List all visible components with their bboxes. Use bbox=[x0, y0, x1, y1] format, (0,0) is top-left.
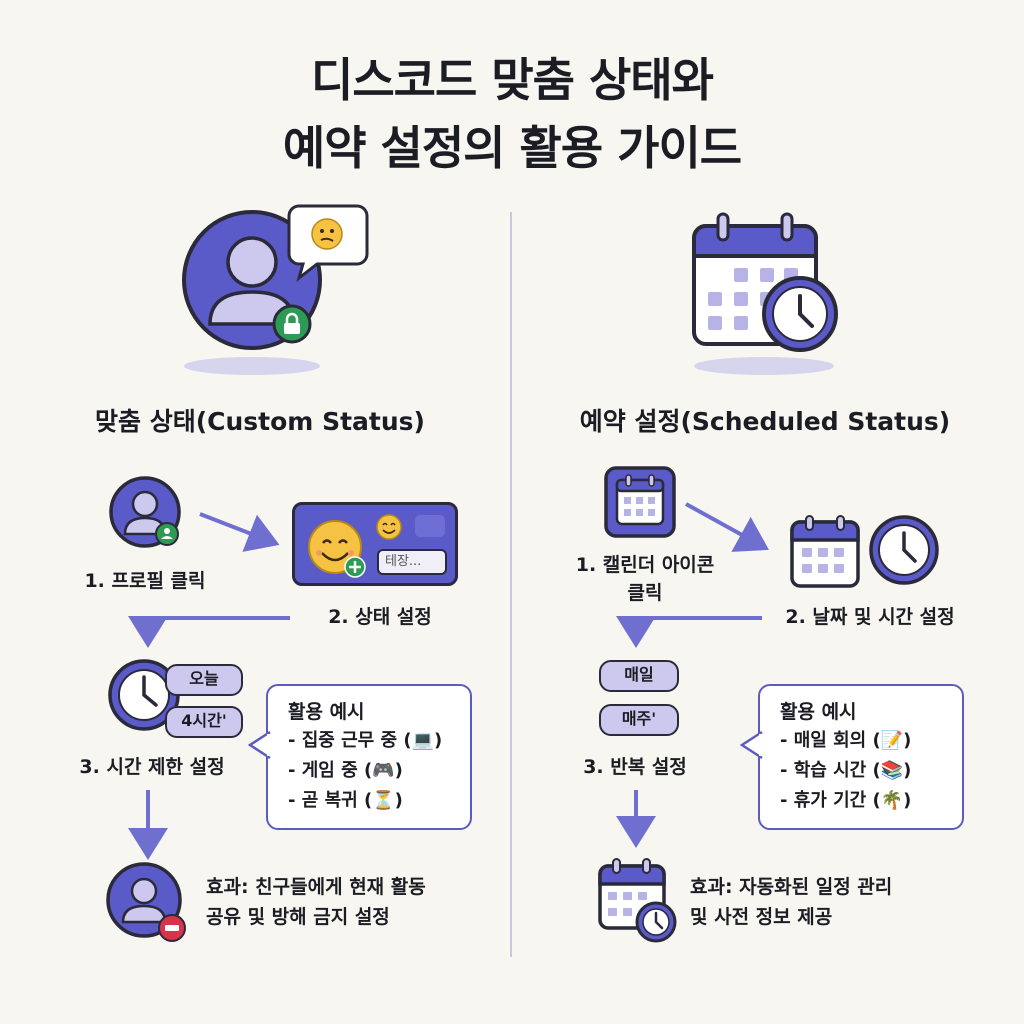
page-title-line1: 디스코드 맞춤 상태와 bbox=[311, 53, 714, 107]
time-picker-clock-icon[interactable] bbox=[868, 514, 944, 590]
scheduled-example-item: - 매일 회의 (📝) bbox=[780, 730, 912, 751]
scheduled-examples-callout: 활용 예시 - 매일 회의 (📝) - 학습 시간 (📚) - 휴가 기간 (🌴… bbox=[739, 684, 964, 830]
date-picker-calendar-icon[interactable] bbox=[788, 514, 864, 590]
clock-icon bbox=[108, 659, 180, 731]
custom-effect-line1: 효과: 친구들에게 현재 활동 bbox=[206, 876, 426, 898]
status-setting-panel[interactable]: 테장... bbox=[292, 502, 458, 586]
small-smile-emoji-icon bbox=[376, 514, 402, 540]
do-not-disturb-avatar-icon bbox=[106, 862, 186, 942]
time-limit-pill-4h[interactable]: 4시간' bbox=[165, 706, 243, 738]
scheduled-step1-label-line1: 1. 캘린더 아이콘 bbox=[575, 554, 715, 576]
scheduled-step2-label: 2. 날짜 및 시간 설정 bbox=[785, 606, 955, 628]
repeat-pill-daily[interactable]: 매일 bbox=[599, 660, 679, 692]
scheduled-effect-line2: 및 사전 정보 제공 bbox=[690, 906, 833, 928]
speech-bubble-icon bbox=[287, 204, 369, 283]
time-limit-pill-today[interactable]: 오늘 bbox=[165, 664, 243, 696]
scheduled-status-title: 예약 설정(Scheduled Status) bbox=[579, 407, 951, 436]
scheduled-step1-label-line2: 클릭 bbox=[627, 582, 663, 604]
calendar-click-icon[interactable] bbox=[604, 466, 676, 538]
custom-example-item: - 게임 중 (🎮) bbox=[288, 760, 403, 781]
profile-avatar-icon bbox=[182, 210, 322, 375]
custom-effect-line2: 공유 및 방해 금지 설정 bbox=[206, 906, 390, 928]
smile-emoji-icon bbox=[308, 520, 366, 578]
step1-label: 1. 프로필 클릭 bbox=[84, 570, 206, 592]
scheduled-calendar-clock-icon bbox=[598, 858, 677, 943]
callout-pointer bbox=[247, 730, 273, 760]
step2-label: 2. 상태 설정 bbox=[328, 606, 432, 628]
column-divider bbox=[510, 212, 512, 957]
scheduled-step3-label: 3. 반복 설정 bbox=[583, 756, 687, 778]
step3-label: 3. 시간 제한 설정 bbox=[79, 756, 225, 778]
custom-examples-callout: 활용 예시 - 집중 근무 중 (💻) - 게임 중 (🎮) - 곧 복귀 (⏳… bbox=[247, 684, 472, 830]
status-text-input[interactable]: 테장... bbox=[377, 549, 447, 575]
callout-pointer bbox=[739, 730, 765, 760]
scheduled-effect-line1: 효과: 자동화된 일정 관리 bbox=[690, 876, 893, 898]
calendar-clock-icon bbox=[692, 212, 838, 375]
repeat-pill-weekly[interactable]: 매주' bbox=[599, 704, 679, 736]
custom-status-title: 맞춤 상태(Custom Status) bbox=[95, 407, 425, 436]
custom-example-item: - 집중 근무 중 (💻) bbox=[288, 730, 443, 751]
scheduled-examples-title: 활용 예시 bbox=[780, 701, 857, 723]
custom-examples-title: 활용 예시 bbox=[288, 701, 365, 723]
profile-click-icon[interactable] bbox=[105, 472, 195, 562]
page-title-line2: 예약 설정의 활용 가이드 bbox=[282, 121, 742, 175]
scheduled-example-item: - 휴가 기간 (🌴) bbox=[780, 790, 912, 811]
emoji-slot-placeholder bbox=[415, 515, 445, 537]
custom-example-item: - 곧 복귀 (⏳) bbox=[288, 790, 403, 811]
scheduled-example-item: - 학습 시간 (📚) bbox=[780, 760, 912, 781]
